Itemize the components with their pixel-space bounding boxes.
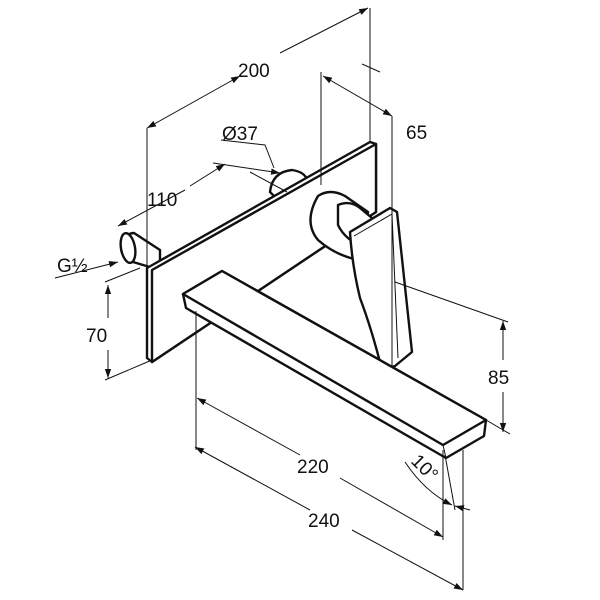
dim-spout-height: 85 — [488, 368, 509, 389]
connection-pipe — [119, 231, 162, 272]
dim-connection-height: 70 — [86, 326, 107, 347]
dim-spout-projection-outer: 240 — [308, 511, 340, 532]
dim-connection-spacing: 110 — [147, 190, 177, 211]
spout — [181, 269, 488, 460]
dimension-lines — [54, 7, 507, 591]
dim-overall-width: 200 — [238, 61, 270, 82]
dim-spout-angle: 10° — [406, 451, 441, 486]
dim-thread: G½ — [57, 256, 88, 277]
extension-lines — [104, 8, 511, 590]
dim-depth: 65 — [406, 123, 427, 144]
dim-rosette-diameter: Ø37 — [222, 124, 258, 145]
dim-spout-projection-inner: 220 — [297, 457, 329, 478]
handle — [309, 190, 414, 372]
